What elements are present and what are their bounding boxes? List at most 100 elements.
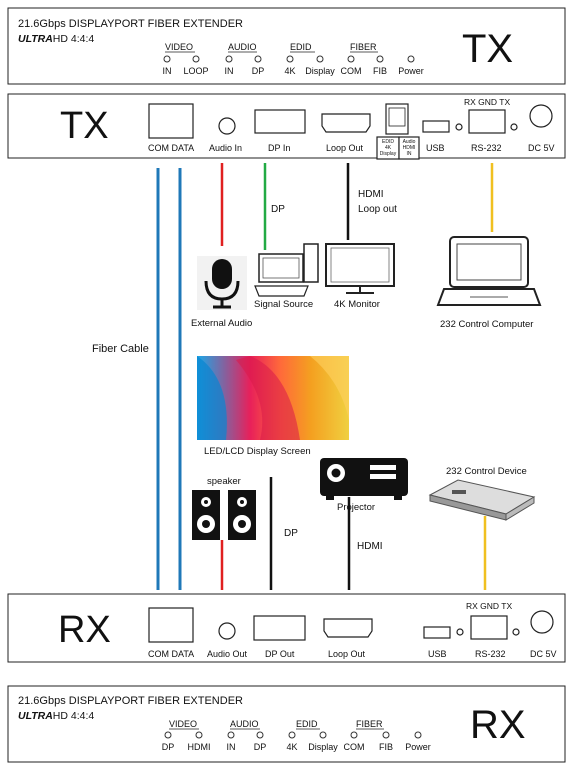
front-panel-tx-frame <box>7 7 566 85</box>
projector-icon <box>320 458 408 500</box>
rear-tx-audio-in-label: Audio In <box>209 143 242 153</box>
led-label: Power <box>398 66 424 76</box>
display-screen-shape-1 <box>197 356 227 440</box>
led-video-loop <box>192 55 200 63</box>
usb-port-rx <box>423 626 451 639</box>
rear-tx-rs232-label: RS-232 <box>471 143 502 153</box>
signal-source-computer-icon <box>254 243 319 297</box>
front-tx-group-fiber: FIBER <box>350 42 377 52</box>
hdmi-rx-cable-label: HDMI <box>357 541 383 552</box>
dp-rx-cable-label: DP <box>284 528 298 539</box>
projector-vent-2 <box>370 474 396 479</box>
speaker-right-tweeter-center <box>240 500 244 504</box>
led-label: DP <box>162 742 175 752</box>
dc-power-jack-tx <box>529 104 553 128</box>
dp-out-port <box>253 615 306 641</box>
edid-4k-label: 4K <box>385 145 392 151</box>
pc-keyboard <box>254 285 309 297</box>
led-edid-display <box>319 731 327 739</box>
led-fiber-fib <box>382 731 390 739</box>
rear-tx-rs232-pins: RX GND TX <box>464 97 510 107</box>
front-rx-sub-ultra: ULTRA <box>18 710 53 722</box>
led-fiber-com <box>350 731 358 739</box>
led-fiber-fib <box>376 55 384 63</box>
led-label: HDMI <box>188 742 211 752</box>
front-tx-leds <box>163 55 415 63</box>
front-rx-group-edid: EDID <box>296 719 318 729</box>
front-panel-rx-frame <box>7 685 566 763</box>
dc-power-jack-rx <box>530 610 554 634</box>
rs232-screw-right-rx <box>512 628 520 636</box>
audio-in-switch-label: IN <box>407 151 412 157</box>
led-label: COM <box>341 66 362 76</box>
led-video-in <box>163 55 171 63</box>
rear-tx-big-label: TX <box>60 105 109 147</box>
speaker-left-tweeter-center <box>204 500 208 504</box>
audio-out-jack <box>218 622 236 640</box>
audio-in-jack <box>218 117 236 135</box>
front-rx-led-labels: DP HDMI IN DP 4K Display COM FIB Power <box>162 742 431 752</box>
led-label: Display <box>305 66 335 76</box>
led-video-dp <box>164 731 172 739</box>
display-screen-label: LED/LCD Display Screen <box>204 446 311 457</box>
led-fiber-com <box>347 55 355 63</box>
front-tx-group-edid: EDID <box>290 42 312 52</box>
led-label: COM <box>344 742 365 752</box>
front-panel-tx: 21.6Gbps DISPLAYPORT FIBER EXTENDER ULTR… <box>7 7 566 85</box>
front-tx-big-label: TX <box>462 27 513 71</box>
front-panel-rx: 21.6Gbps DISPLAYPORT FIBER EXTENDER ULTR… <box>7 685 566 763</box>
led-label: FIB <box>373 66 387 76</box>
led-power <box>414 731 422 739</box>
led-video-hdmi <box>195 731 203 739</box>
front-rx-subtitle: ULTRAHD 4:4:4 <box>18 710 94 722</box>
hdmi-loop-label-1: HDMI <box>358 189 384 200</box>
led-power <box>407 55 415 63</box>
front-rx-big-label: RX <box>470 703 526 747</box>
fiber-cable-label: Fiber Cable <box>92 343 149 355</box>
edid-display-label: Display <box>380 151 397 157</box>
edid-switch-label: EDID <box>382 139 394 145</box>
laptop-screen <box>456 243 522 281</box>
rear-rx-audio-out-label: Audio Out <box>207 649 248 659</box>
control-device-label: 232 Control Device <box>446 466 527 477</box>
led-label: Power <box>405 742 431 752</box>
led-audio-in <box>227 731 235 739</box>
projector-foot-left <box>326 496 334 500</box>
com-data-port-tx <box>148 103 194 139</box>
led-label: FIB <box>379 742 393 752</box>
led-edid-display <box>316 55 324 63</box>
display-screen-shape-3 <box>310 356 349 420</box>
rear-panel-tx: TX COM DATA Audio In DP In Loop Out EDID… <box>7 93 566 160</box>
front-rx-group-video: VIDEO <box>169 719 197 729</box>
control-device-panel <box>452 490 466 494</box>
rear-rx-com-data-label: COM DATA <box>148 649 194 659</box>
projector-vent-1 <box>370 465 396 470</box>
front-tx-led-labels: IN LOOP IN DP 4K Display COM FIB Power <box>163 66 424 76</box>
rear-rx-big-label: RX <box>58 609 111 651</box>
usb-port-tx <box>422 120 450 133</box>
rs232-port-tx <box>468 109 506 134</box>
led-label: LOOP <box>183 66 208 76</box>
speaker-right-woofer-center <box>238 520 246 528</box>
front-tx-model: 21.6Gbps DISPLAYPORT FIBER EXTENDER <box>18 18 243 30</box>
audio-hdmi-label: HDMI <box>403 145 416 151</box>
led-label: IN <box>163 66 172 76</box>
projector-label: Projector <box>337 502 375 513</box>
led-label: IN <box>227 742 236 752</box>
rear-tx-dp-in-label: DP In <box>268 143 290 153</box>
pc-screen-inner <box>262 257 300 279</box>
audio-switch-label: Audio <box>403 139 416 145</box>
edid-switch-knob <box>388 107 406 127</box>
laptop-icon <box>436 236 542 306</box>
microphone-capsule <box>212 259 232 289</box>
led-label: IN <box>225 66 234 76</box>
projector-foot-right <box>394 496 402 500</box>
control-computer-label: 232 Control Computer <box>440 319 533 330</box>
led-edid-4k <box>288 731 296 739</box>
projector-lens <box>331 468 341 478</box>
rear-tx-com-data-label: COM DATA <box>148 143 194 153</box>
monitor-4k-label: 4K Monitor <box>334 299 380 310</box>
rs232-port-rx <box>470 615 508 640</box>
led-label: 4K <box>284 66 295 76</box>
